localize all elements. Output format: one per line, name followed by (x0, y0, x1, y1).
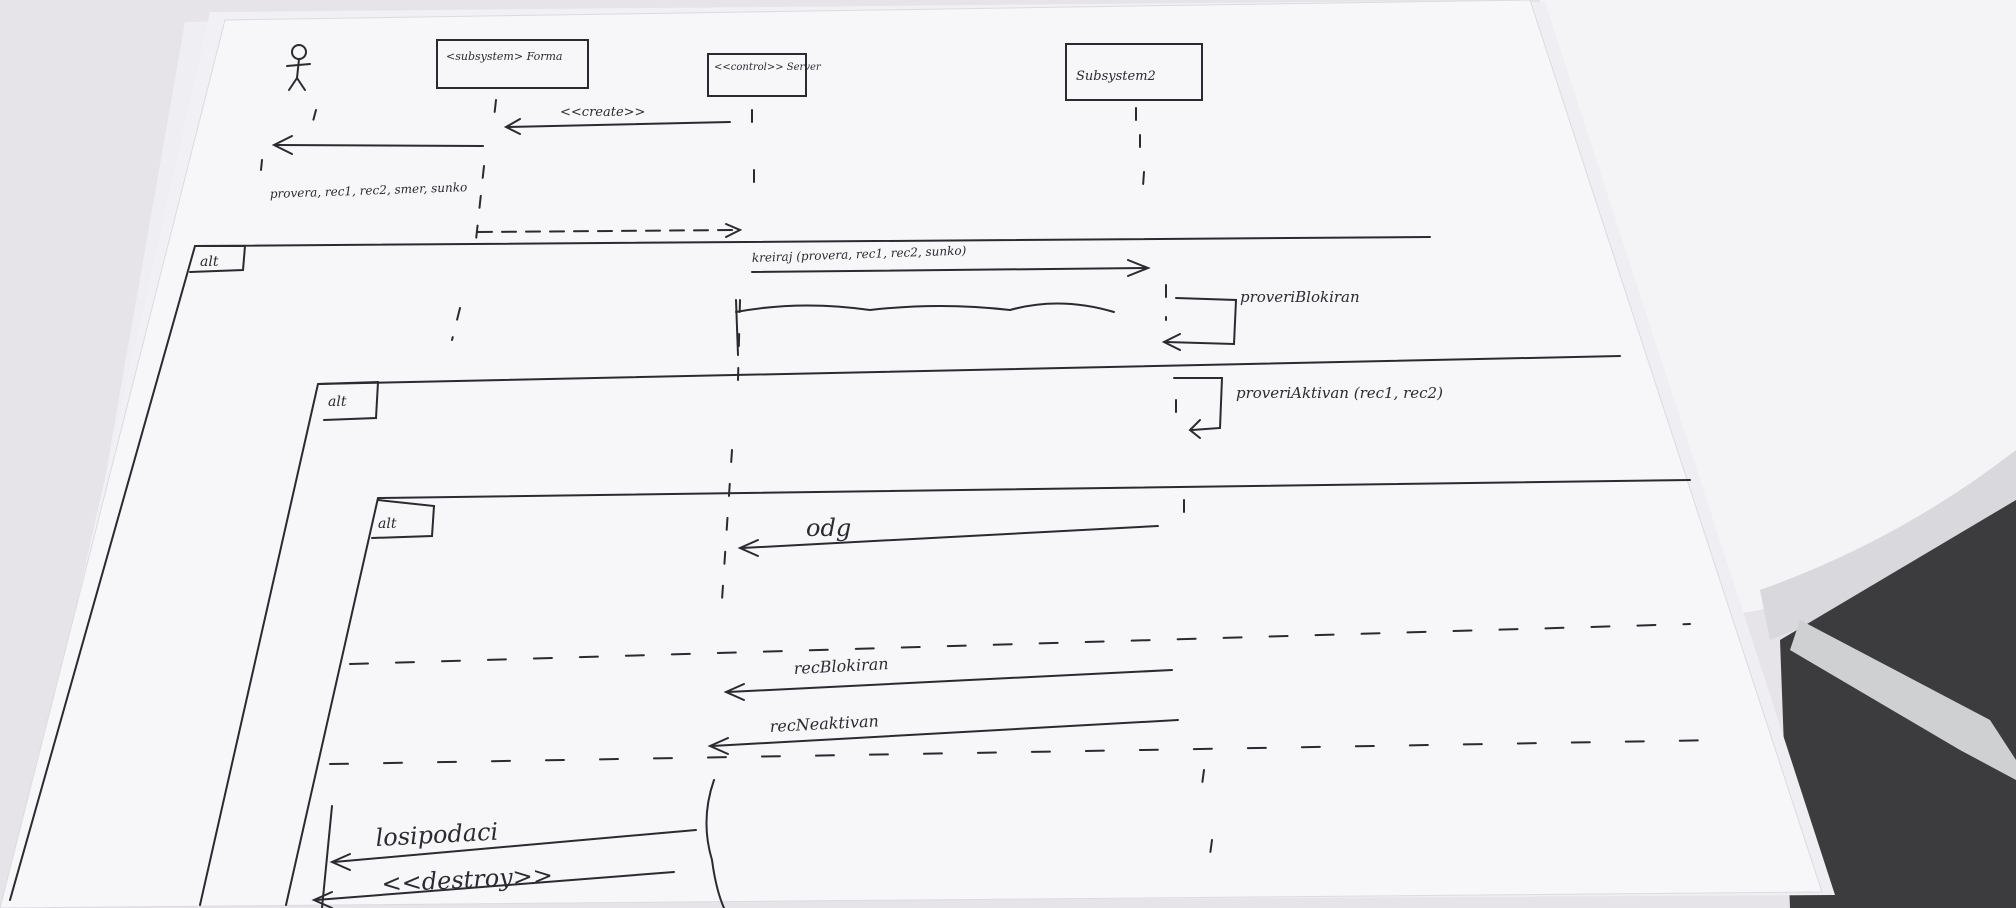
arrow-odg-head (737, 539, 759, 557)
actor-arms (286, 63, 311, 67)
scribble-line (735, 302, 1115, 313)
arrow-odg (741, 525, 1159, 549)
operand-separator-2 (329, 739, 1721, 765)
lifeline-subsystem2 (1135, 107, 1213, 871)
arrow-destroy (315, 871, 675, 901)
arrow-losipodaci (333, 829, 697, 863)
ink-drawing (9, 39, 1721, 908)
fragment-label-alt-2: alt (328, 394, 347, 410)
self-loop-aktivan-head (1188, 419, 1201, 439)
fragment-edge-bottom (321, 805, 333, 908)
lifeline-forma (451, 99, 497, 341)
lifeline-box-server (707, 53, 807, 97)
msg-label-proveriblokiran: proveriBlokiran (1240, 288, 1360, 306)
msg-label-losipodaci: losipodaci (375, 818, 499, 852)
lifeline-label-server: <<control>> Server (714, 62, 822, 73)
alt-fragment-inner (285, 479, 1691, 906)
bracket-mark (705, 779, 725, 908)
arrow-recneaktivan (711, 719, 1179, 747)
alt-fragment-outer (9, 236, 1431, 901)
arrow-kreiraj (751, 267, 1147, 273)
actor-leg-left (288, 77, 298, 91)
table-leg (1790, 620, 2016, 780)
arrow-to-actor-head (271, 135, 293, 155)
alt-tag-middle (317, 380, 380, 421)
arrow-send-server (477, 229, 741, 233)
lifeline-actor (259, 109, 317, 181)
arrow-recblokiran (727, 669, 1173, 693)
msg-label-create: <<create>> (560, 105, 645, 120)
self-loop-blokiran (1165, 297, 1238, 346)
lifeline-box-subsystem2 (1065, 43, 1203, 101)
arrow-create (507, 121, 731, 128)
msg-label-recblokiran: recBlokiran (793, 654, 889, 678)
alt-fragment-middle (199, 355, 1621, 906)
paper-front-sheet (0, 0, 1823, 908)
msg-label-input: provera, rec1, rec2, smer, sunko (270, 180, 468, 201)
self-loop-aktivan (1173, 377, 1224, 431)
fragment-label-alt-1: alt (200, 254, 219, 270)
arrow-create-head (503, 118, 521, 135)
self-loop-blokiran-head (1161, 333, 1181, 351)
fragment-label-alt-3: alt (378, 516, 397, 532)
msg-label-proveriaktivan: proveriAktivan (rec1, rec2) (1236, 384, 1443, 402)
arrow-recblokiran-head (723, 683, 745, 701)
table-edge (1760, 450, 2016, 640)
arrow-send-server-head (725, 223, 743, 238)
arrow-to-actor (275, 144, 484, 147)
alt-tag-inner (371, 499, 436, 539)
lifeline-label-subsystem2: Subsystem2 (1076, 69, 1156, 84)
actor-leg-right (296, 77, 306, 91)
arrow-losipodaci-head (329, 853, 351, 871)
lifeline-label-forma: <subsystem> Forma (446, 50, 562, 63)
lifeline-box-forma (436, 39, 589, 89)
actor-body (296, 58, 300, 79)
operand-separator-1 (349, 623, 1691, 665)
msg-label-odg: odg (806, 514, 851, 542)
scribble-tick (735, 299, 739, 356)
arrow-kreiraj-head (1127, 259, 1151, 277)
arrow-destroy-head (311, 891, 333, 908)
alt-tag-outer (189, 245, 247, 273)
lifeline-server (721, 109, 755, 601)
arrow-recneaktivan-head (707, 737, 729, 755)
